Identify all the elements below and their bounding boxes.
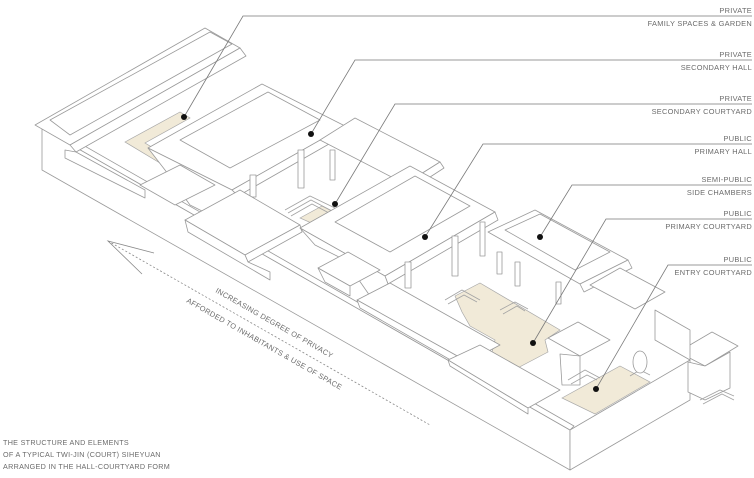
- west-small-building-wall: [317, 267, 351, 297]
- west-side-chamber-rear-roof: [139, 164, 216, 206]
- marker-secondary-hall: [308, 131, 314, 137]
- leader-lines: [181, 15, 752, 392]
- rear-building-eave: [69, 47, 247, 153]
- leader-family-spaces: [183, 15, 752, 118]
- label-category: PUBLIC: [724, 134, 753, 143]
- label-category: PUBLIC: [724, 255, 753, 264]
- leader-primary-hall: [424, 143, 752, 238]
- label-name: PRIMARY HALL: [694, 147, 752, 156]
- entrance-gate-roof: [677, 331, 739, 367]
- primary-hall-columns: [404, 221, 486, 289]
- leader-primary-courtyard: [532, 218, 752, 344]
- front-gate-building-eave: [447, 359, 529, 415]
- label-name: FAMILY SPACES & GARDEN: [648, 19, 752, 28]
- label-name: SIDE CHAMBERS: [687, 188, 752, 197]
- secondary-courtyard-steps: [284, 195, 336, 217]
- caption-line-3: ARRANGED IN THE HALL-COURTYARD FORM: [3, 462, 170, 471]
- primary-hall-ridge: [334, 175, 471, 253]
- inner-gate-body: [559, 353, 581, 386]
- inner-gate-roof: [547, 321, 611, 357]
- label-category: PRIVATE: [719, 50, 752, 59]
- entrance-gate-steps: [699, 389, 735, 405]
- east-side-chambers-ridge: [504, 213, 611, 271]
- outer-wall-front: [569, 359, 691, 471]
- east-outer-chamber-roof: [589, 267, 666, 310]
- secondary-hall-ridge: [179, 91, 321, 169]
- figure-caption: THE STRUCTURE AND ELEMENTS OF A TYPICAL …: [3, 438, 170, 471]
- label-name: SECONDARY COURTYARD: [652, 107, 752, 116]
- west-side-chamber-wall: [184, 219, 271, 281]
- east-side-chambers-columns: [496, 251, 562, 305]
- leader-side-chambers: [539, 184, 752, 238]
- secondary-hall-columns: [249, 149, 336, 198]
- label-name: ENTRY COURTYARD: [675, 268, 752, 277]
- marker-primary-hall: [422, 234, 428, 240]
- label-name: PRIMARY COURTYARD: [665, 222, 752, 231]
- rear-building-ridge: [49, 31, 233, 136]
- caption-line-1: THE STRUCTURE AND ELEMENTS: [3, 438, 129, 447]
- label-category: PRIVATE: [719, 94, 752, 103]
- rear-building-wall: [64, 149, 146, 199]
- label-category: PUBLIC: [724, 209, 753, 218]
- space-labels: PRIVATE FAMILY SPACES & GARDEN PRIVATE S…: [648, 6, 753, 277]
- privacy-arrow-head: [106, 240, 155, 275]
- primary-courtyard-steps: [444, 289, 529, 315]
- caption-line-2: OF A TYPICAL TWI-JIN (COURT) SIHEYUAN: [3, 450, 161, 459]
- moon-gate: [632, 350, 648, 374]
- east-wall: [654, 309, 691, 361]
- label-name: SECONDARY HALL: [681, 63, 752, 72]
- marker-secondary-courtyard: [332, 201, 338, 207]
- label-category: PRIVATE: [719, 6, 752, 15]
- label-category: SEMI-PUBLIC: [701, 175, 752, 184]
- siheyuan-axonometric-drawing: [34, 27, 739, 471]
- privacy-arrow-shaft: [107, 240, 431, 426]
- leader-entry-courtyard: [595, 264, 752, 390]
- entrance-gate-body: [687, 351, 731, 401]
- marker-primary-courtyard: [530, 340, 536, 346]
- entry-courtyard-area: [561, 365, 651, 415]
- leader-secondary-hall: [310, 59, 752, 135]
- marker-side-chambers: [537, 234, 543, 240]
- leader-secondary-courtyard: [334, 103, 752, 205]
- marker-entry-courtyard: [593, 386, 599, 392]
- marker-family-spaces: [181, 114, 187, 120]
